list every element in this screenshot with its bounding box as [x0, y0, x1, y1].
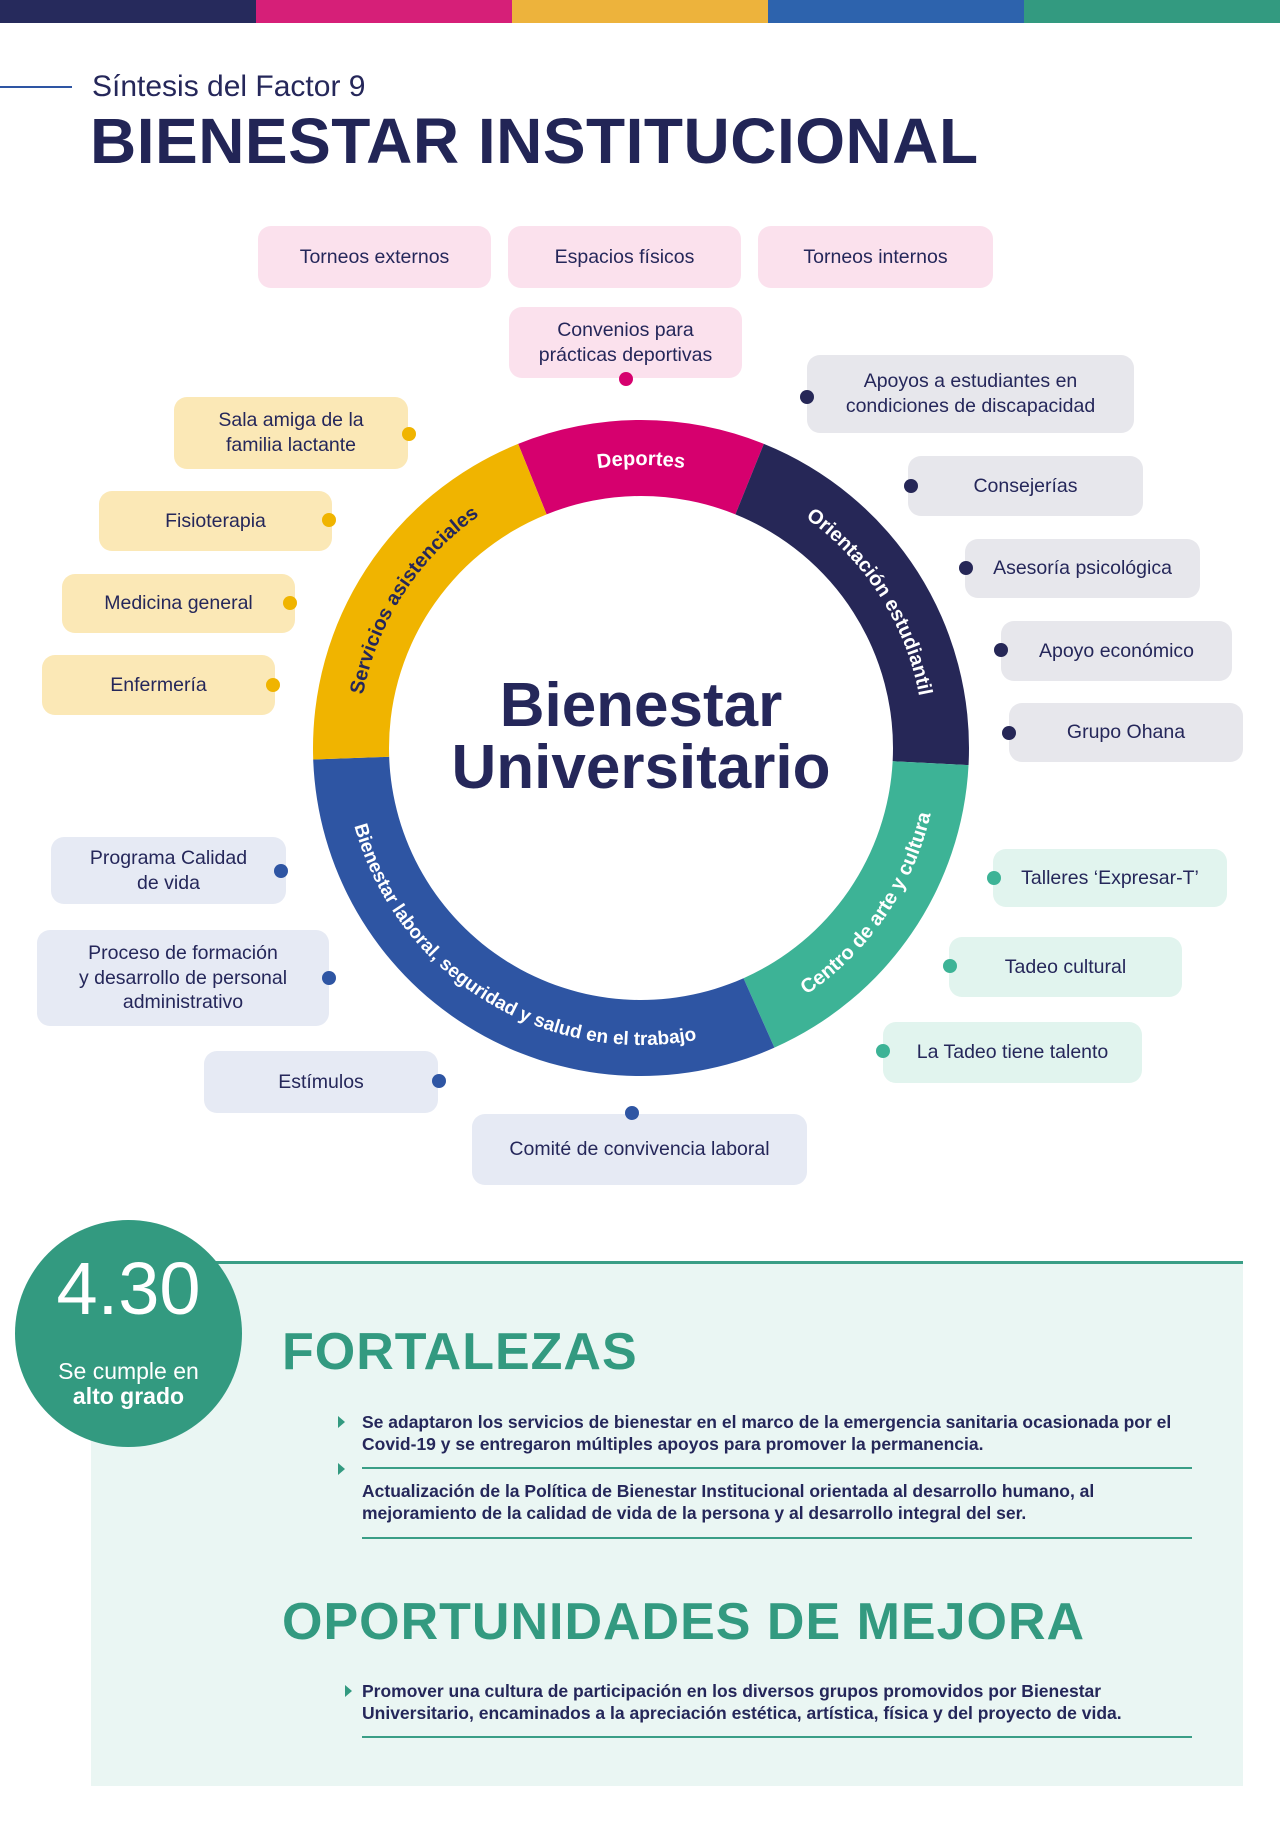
- ring-segment-deportes: [518, 419, 764, 515]
- item-fisioterapia: Fisioterapia: [99, 491, 332, 551]
- bullet-arrow-icon: [338, 1416, 345, 1428]
- divider: [362, 1467, 1192, 1469]
- connector-dot: [266, 678, 280, 692]
- item-consejerias: Consejerías: [908, 456, 1143, 516]
- item-apoyos-discapacidad: Apoyos a estudiantes en condiciones de d…: [807, 355, 1134, 433]
- ring-segment-laboral: [313, 756, 775, 1076]
- item-torneos-externos: Torneos externos: [258, 226, 491, 288]
- connector-dot: [619, 372, 633, 386]
- connector-dot: [959, 561, 973, 575]
- color-bar-navy: [0, 0, 256, 23]
- score-level: alto grado: [72, 1383, 185, 1409]
- ring-segment-orientacion: [735, 443, 969, 766]
- connector-dot: [625, 1106, 639, 1120]
- oportunidad-item: Promover una cultura de participación en…: [362, 1681, 1122, 1723]
- fortaleza-item: Actualización de la Política de Bienesta…: [362, 1481, 1095, 1523]
- bullet-arrow-icon: [338, 1463, 345, 1475]
- ring-label-deportes: Deportes: [596, 448, 687, 473]
- item-tadeo-cultural: Tadeo cultural: [949, 937, 1182, 997]
- center-title-line1: Bienestar: [499, 671, 783, 740]
- connector-dot: [322, 971, 336, 985]
- oportunidades-title: OPORTUNIDADES DE MEJORA: [282, 1593, 1086, 1651]
- connector-dot: [274, 864, 288, 878]
- score-label: Se cumple en: [58, 1358, 199, 1384]
- page-subtitle: Síntesis del Factor 9: [92, 70, 366, 103]
- connector-dot: [994, 643, 1008, 657]
- item-medicina-general: Medicina general: [62, 574, 295, 633]
- item-asesoria-psicologica: Asesoría psicológica: [965, 539, 1200, 598]
- bullet-arrow-icon: [345, 1685, 352, 1697]
- item-tadeo-tiene-talento: La Tadeo tiene talento: [883, 1022, 1142, 1083]
- item-apoyo-economico: Apoyo económico: [1001, 621, 1232, 681]
- item-proceso-formacion: Proceso de formación y desarrollo de per…: [37, 930, 329, 1026]
- color-bar-yellow: [512, 0, 768, 23]
- fortalezas-title: FORTALEZAS: [282, 1323, 638, 1381]
- center-title-line2: Universitario: [451, 733, 831, 802]
- item-convenios: Convenios para prácticas deportivas: [509, 307, 742, 378]
- connector-dot: [943, 959, 957, 973]
- item-torneos-internos: Torneos internos: [758, 226, 993, 288]
- item-estimulos: Estímulos: [204, 1051, 438, 1113]
- item-comite-convivencia: Comité de convivencia laboral: [472, 1114, 807, 1185]
- color-bar-green: [1024, 0, 1280, 23]
- score-value: 4.30: [56, 1247, 201, 1330]
- color-bar-magenta: [256, 0, 512, 23]
- connector-dot: [432, 1074, 446, 1088]
- score-badge: 4.30 Se cumple en alto grado: [15, 1220, 242, 1447]
- connector-dot: [283, 596, 297, 610]
- color-bar: [0, 0, 1280, 23]
- connector-dot: [904, 479, 918, 493]
- color-bar-blue: [768, 0, 1024, 23]
- summary-panel: [91, 1261, 1243, 1786]
- connector-dot: [987, 871, 1001, 885]
- ring-segment-servicios: [313, 443, 547, 760]
- fortaleza-item: Se adaptaron los servicios de bienestar …: [362, 1412, 1172, 1454]
- divider: [362, 1537, 1192, 1539]
- connector-dot: [402, 427, 416, 441]
- item-programa-calidad-vida: Programa Calidad de vida: [51, 837, 286, 904]
- connector-dot: [800, 390, 814, 404]
- item-grupo-ohana: Grupo Ohana: [1009, 703, 1243, 762]
- item-enfermeria: Enfermería: [42, 655, 275, 715]
- connector-dot: [322, 513, 336, 527]
- item-espacios-fisicos: Espacios físicos: [508, 226, 741, 288]
- connector-dot: [876, 1044, 890, 1058]
- connector-dot: [1002, 726, 1016, 740]
- item-sala-amiga: Sala amiga de la familia lactante: [174, 397, 408, 469]
- ring-segment-cultura: [743, 761, 969, 1048]
- item-talleres-expresar-t: Talleres ‘Expresar-T’: [993, 849, 1227, 907]
- divider: [362, 1736, 1192, 1738]
- header-rule: [0, 86, 72, 88]
- page-title: BIENESTAR INSTITUCIONAL: [90, 105, 979, 177]
